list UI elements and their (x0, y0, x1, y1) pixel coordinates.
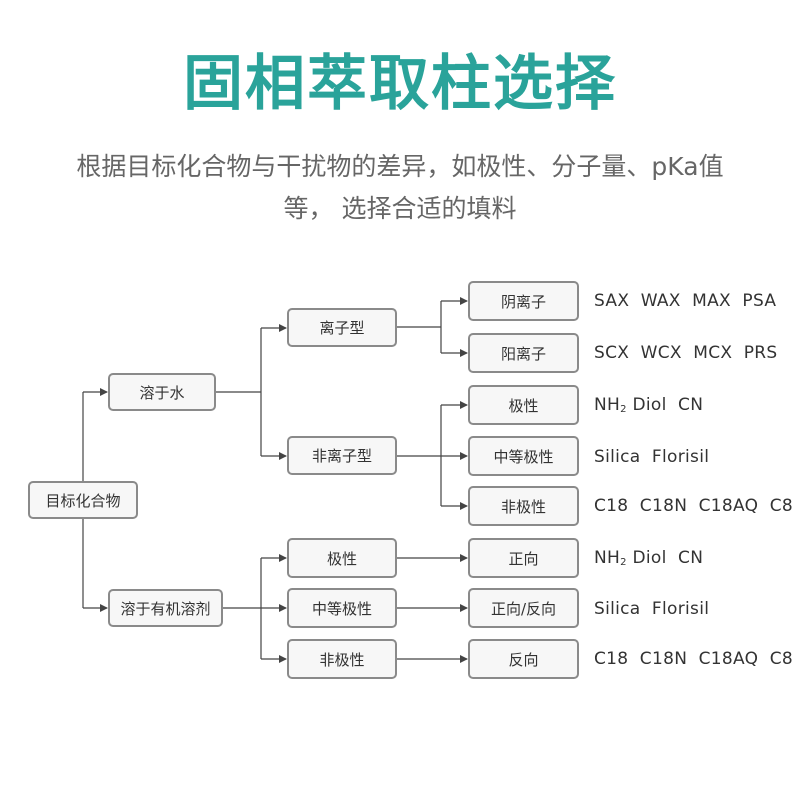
packing-water-nonpolar: C18 C18N C18AQ C8 (594, 496, 794, 516)
subtitle-line-1: 根据目标化合物与干扰物的差异，如极性、分子量、pKa值 (76, 152, 724, 181)
packing-nh-subscript: 2 (620, 404, 627, 415)
node-anion: 阴离子 (468, 281, 579, 321)
node-ionic: 离子型 (287, 308, 397, 347)
node-organic-nonpolar: 非极性 (287, 639, 397, 679)
node-normal-phase: 正向 (468, 538, 579, 578)
packing-cation: SCX WCX MCX PRS (594, 343, 778, 363)
packing-nh-subscript: 2 (620, 557, 627, 568)
packing-rest-text: Diol CN (626, 395, 704, 415)
node-normal-reverse-phase: 正向/反向 (468, 588, 579, 628)
node-water-polar: 极性 (468, 385, 579, 425)
page-subtitle: 根据目标化合物与干扰物的差异，如极性、分子量、pKa值 等， 选择合适的填料 (40, 146, 760, 230)
packing-anion: SAX WAX MAX PSA (594, 291, 777, 311)
packing-nh-text: NH (594, 395, 621, 415)
packing-organic-nonpolar: C18 C18N C18AQ C8 (594, 649, 794, 669)
packing-water-medium: Silica Florisil (594, 447, 710, 467)
node-organic-medium-polar: 中等极性 (287, 588, 397, 628)
node-organic-polar: 极性 (287, 538, 397, 578)
page-title: 固相萃取柱选择 (183, 49, 617, 119)
node-nonionic: 非离子型 (287, 436, 397, 475)
packing-nh-text: NH (594, 548, 621, 568)
packing-organic-medium: Silica Florisil (594, 599, 710, 619)
node-water-medium-polar: 中等极性 (468, 436, 579, 476)
packing-water-polar: NH2 Diol CN (594, 393, 703, 422)
node-water-soluble: 溶于水 (108, 373, 216, 411)
node-reverse-phase: 反向 (468, 639, 579, 679)
node-organic-soluble: 溶于有机溶剂 (108, 589, 223, 627)
packing-organic-polar: NH2 Diol CN (594, 546, 703, 575)
subtitle-line-2: 等， 选择合适的填料 (283, 194, 517, 223)
node-cation: 阳离子 (468, 333, 579, 373)
node-target-compound: 目标化合物 (28, 481, 138, 519)
node-water-nonpolar: 非极性 (468, 486, 579, 526)
packing-rest-text: Diol CN (626, 548, 704, 568)
